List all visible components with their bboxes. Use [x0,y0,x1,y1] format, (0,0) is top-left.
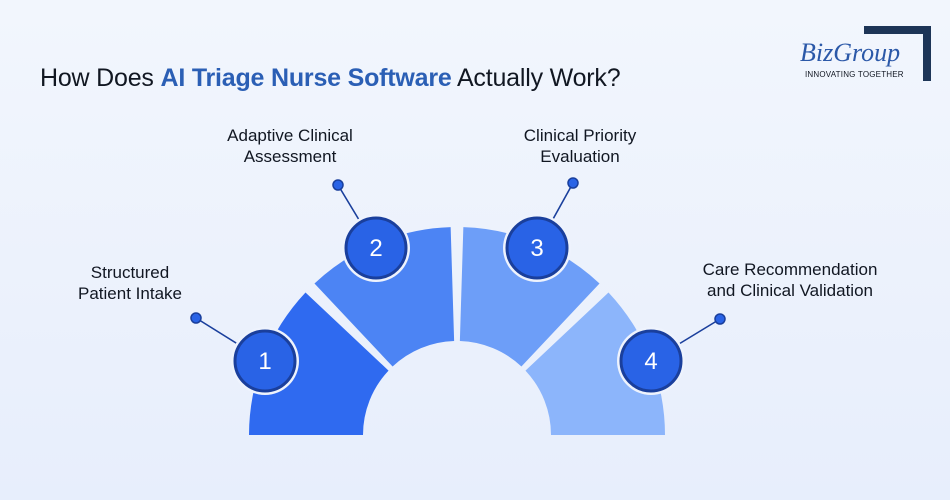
connector-dot-3 [567,177,579,189]
step-1-label: Structured Patient Intake [60,262,200,304]
connector-dot-1 [190,312,202,324]
badge-circle [619,329,683,393]
badge-circle [344,216,408,280]
connector-dot-2 [332,179,344,191]
page-title: How Does AI Triage Nurse Software Actual… [40,64,621,93]
step-3-label-line2: Evaluation [540,147,620,166]
title-prefix: How Does [40,64,161,92]
badge-circle [233,329,297,393]
badge-number: 1 [258,348,271,375]
logo-tagline: INNOVATING TOGETHER [805,70,904,79]
logo-wordmark: BizGroup [800,38,901,67]
step-2-label-line1: Adaptive Clinical [227,126,353,145]
step-badge-4: 4 [617,327,685,395]
title-suffix: Actually Work? [451,64,621,92]
step-2-label-line2: Assessment [243,147,337,166]
connector-dot-4 [714,313,726,325]
step-3-label-line1: Clinical Priority [523,126,637,145]
step-badge-1: 1 [231,327,299,395]
step-3-label: Clinical Priority Evaluation [500,125,660,167]
arc-segment-4 [525,292,665,435]
step-4-label-line1: Care Recommendation [702,260,878,279]
title-highlight: AI Triage Nurse Software [160,64,452,92]
step-badge-2: 2 [342,214,410,282]
badge-number: 2 [369,235,382,262]
logo-corner-bar [864,26,931,34]
step-1-label-line2: Patient Intake [78,284,182,303]
step-4-label: Care Recommendation and Clinical Validat… [680,259,900,301]
badge-circle [505,216,569,280]
badge-number: 3 [530,235,543,262]
step-4-label-line2: and Clinical Validation [706,281,873,300]
logo-corner-post [923,26,931,81]
arc-segment-1 [249,292,389,435]
bizgroup-logo: BizGroup INNOVATING TOGETHER [800,26,935,86]
badge-number: 4 [644,348,657,375]
step-badge-3: 3 [503,214,571,282]
step-1-label-line1: Structured [90,263,170,282]
step-2-label: Adaptive Clinical Assessment [200,125,380,167]
